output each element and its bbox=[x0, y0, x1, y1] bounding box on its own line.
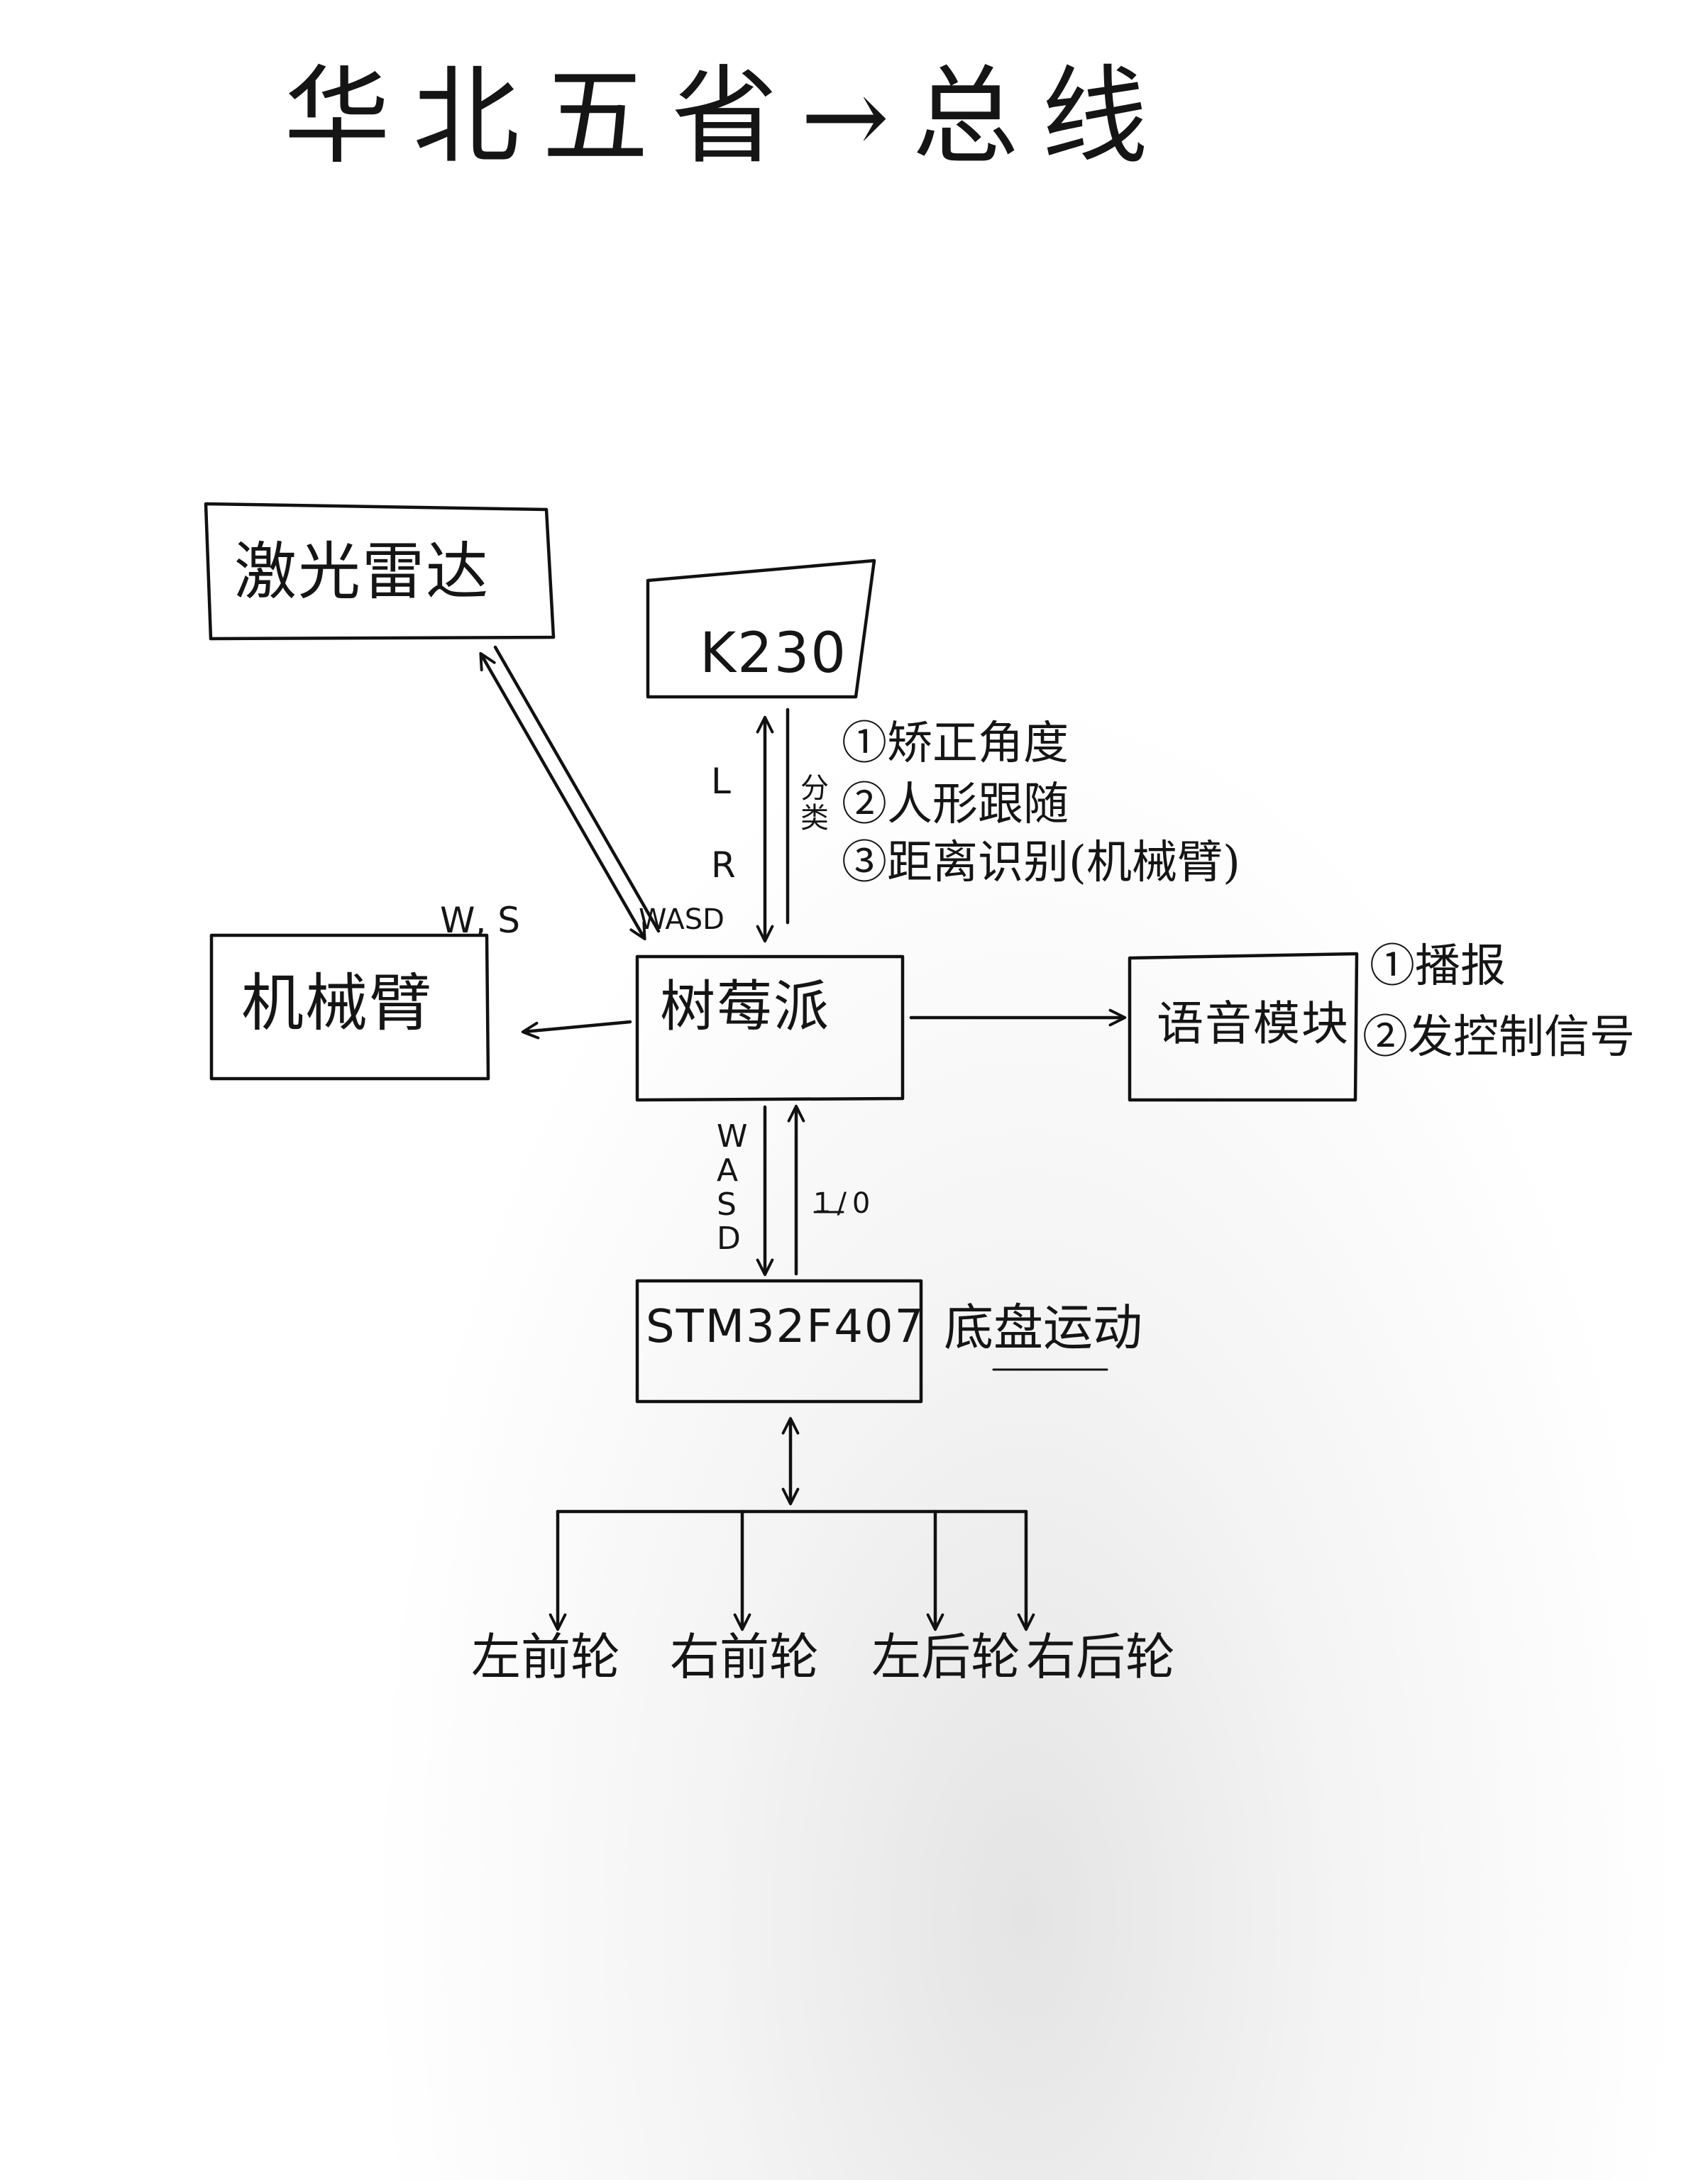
pi-to-stm32-label-char: A bbox=[717, 1152, 739, 1189]
k230-box bbox=[646, 558, 876, 699]
pi-to-stm32-label-char: S bbox=[717, 1187, 737, 1223]
wheel-label-rear-right: 右后轮 bbox=[1026, 1628, 1175, 1686]
wheel-label-rear-left: 左后轮 bbox=[871, 1628, 1020, 1686]
lidar-to-pi-line-a bbox=[479, 651, 646, 941]
stm32-role-label: 底盘运动 bbox=[944, 1299, 1142, 1357]
stm32-label: STM32F407 bbox=[646, 1301, 925, 1353]
robot-arm-label: 机械臂 bbox=[241, 967, 434, 1040]
voice-module-box bbox=[1128, 952, 1359, 1102]
pi-to-arm-arrow bbox=[521, 1020, 632, 1040]
k230-function-3: ③距离识别(机械臂) bbox=[842, 837, 1240, 889]
voice-function-1: ①播报 bbox=[1370, 940, 1506, 993]
k230-label: K230 bbox=[700, 622, 848, 686]
raspberry-pi-box bbox=[635, 954, 905, 1102]
k230-function-2: ②人形跟随 bbox=[842, 778, 1069, 831]
lidar-to-pi-label: WASD bbox=[639, 903, 724, 936]
page-title: 华北五省→总线 bbox=[284, 55, 1171, 179]
k230-function-1: ①矫正角度 bbox=[842, 717, 1069, 770]
pi-to-stm32-label-char: D bbox=[717, 1221, 741, 1257]
lidar-label: 激光雷达 bbox=[234, 535, 490, 608]
wheel-label-front-left: 左前轮 bbox=[471, 1628, 620, 1686]
voice-module-label: 语音模块 bbox=[1157, 996, 1350, 1051]
stm32-to-pi-label: 1/0 bbox=[813, 1187, 876, 1220]
lidar-to-pi-line-b bbox=[493, 645, 661, 933]
voice-function-2: ②发控制信号 bbox=[1362, 1011, 1635, 1064]
stm32-box bbox=[635, 1279, 923, 1404]
lidar-box bbox=[204, 502, 556, 641]
k230-link-label-top: L bbox=[711, 761, 731, 802]
pi-to-arm-label: W, S bbox=[440, 900, 520, 941]
pi-to-stm32-label-char: W bbox=[717, 1118, 748, 1155]
raspberry-pi-label: 树莓派 bbox=[660, 975, 831, 1039]
k230-side-label: 分类 bbox=[800, 772, 829, 835]
robot-arm-box bbox=[209, 933, 490, 1081]
wheel-label-front-right: 右前轮 bbox=[670, 1628, 819, 1686]
k230-link-label-bottom: R bbox=[711, 844, 736, 886]
